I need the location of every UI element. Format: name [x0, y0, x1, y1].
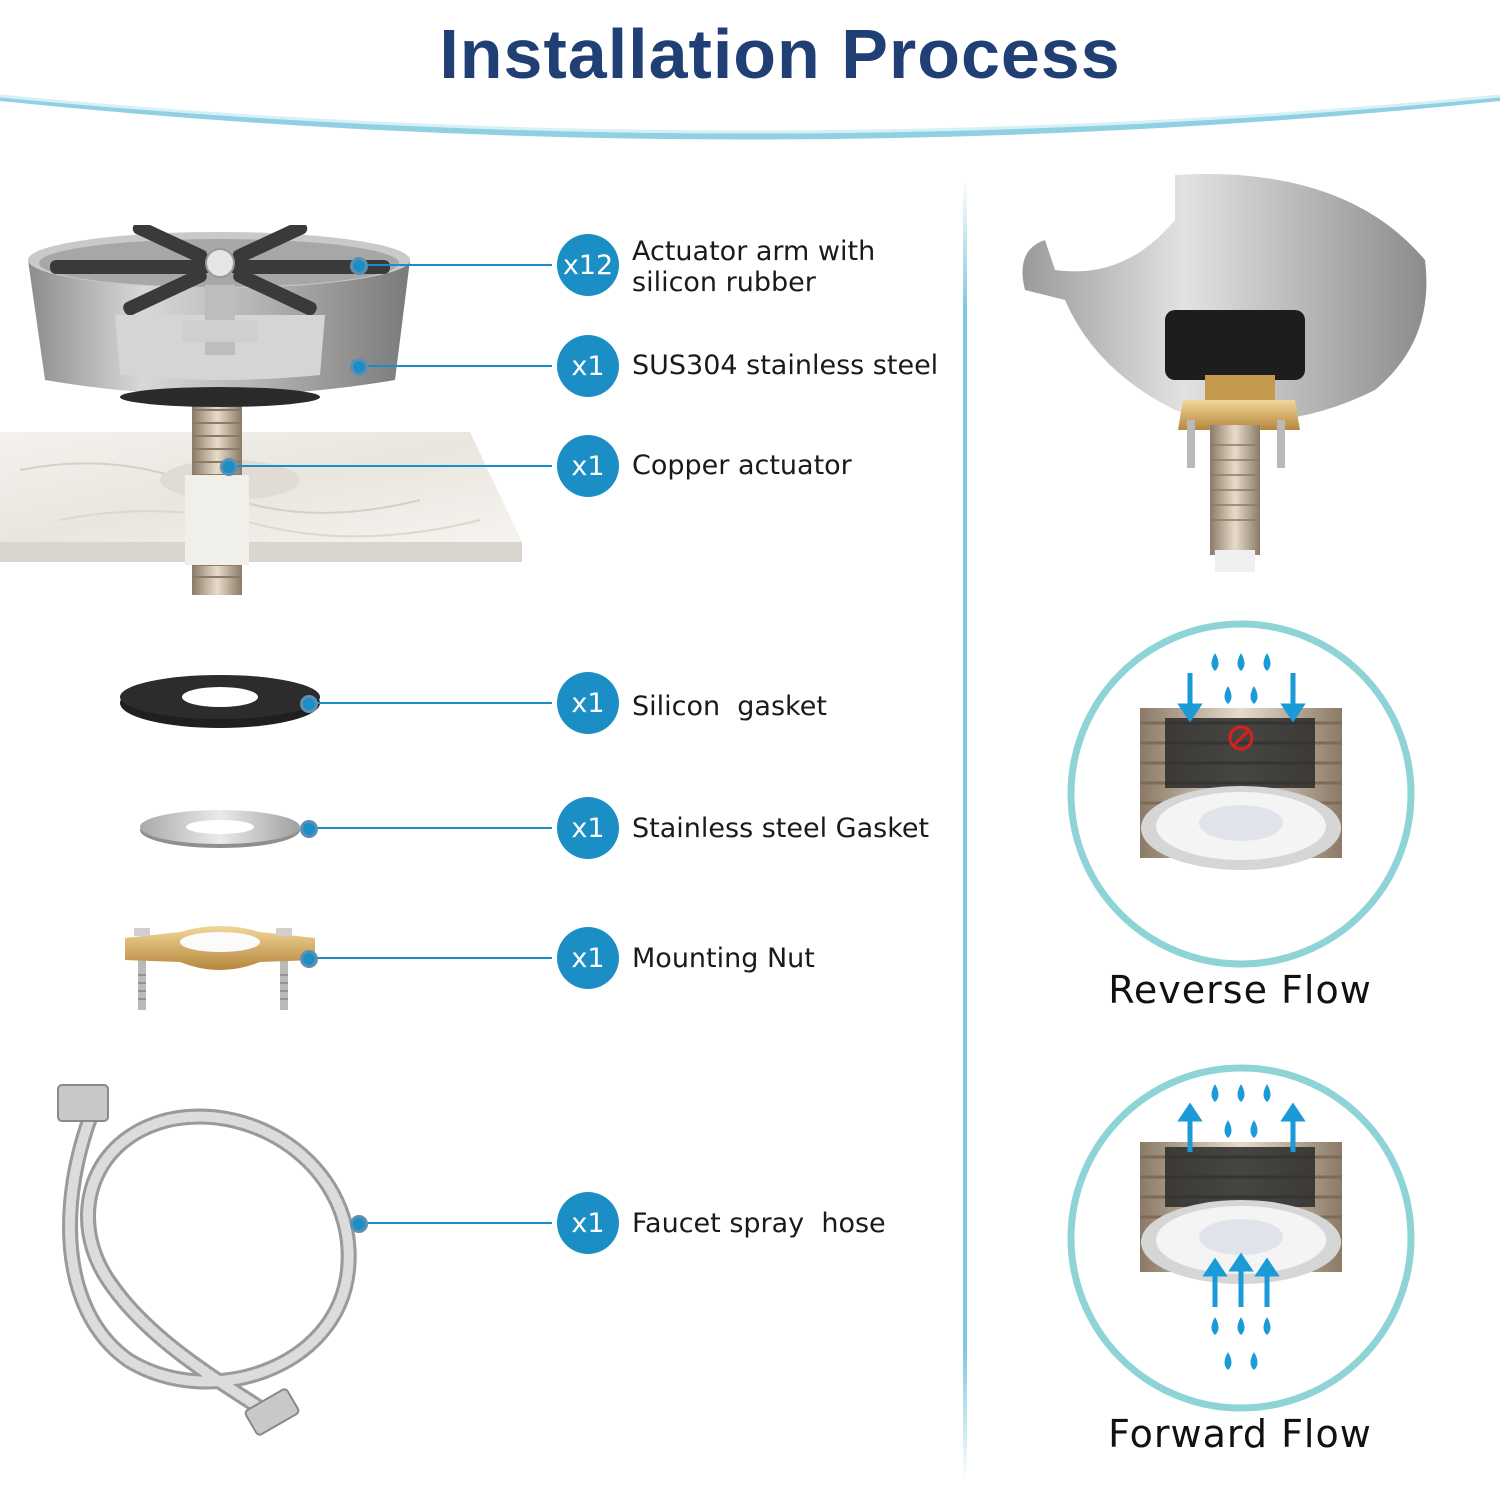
part-label: Faucet spray hose	[632, 1208, 886, 1239]
leader-line	[312, 827, 552, 829]
part-label: Copper actuator	[632, 450, 852, 481]
leader-line	[312, 702, 552, 704]
reverse-flow-label: Reverse Flow	[1108, 968, 1372, 1012]
leader-line	[362, 264, 552, 266]
part-label: SUS304 stainless steel	[632, 350, 939, 381]
leader-dot	[220, 458, 238, 476]
leader-dot	[350, 257, 368, 275]
countertop-image	[0, 432, 522, 562]
quantity-badge: x1	[557, 435, 619, 497]
leader-line	[312, 957, 552, 959]
column-divider	[963, 180, 967, 1480]
page-title: Installation Process	[439, 15, 1121, 93]
leader-dot	[300, 950, 318, 968]
quantity-badge: x1	[557, 672, 619, 734]
braided-hose-image	[57, 1084, 357, 1436]
part-label: Stainless steel Gasket	[632, 813, 930, 844]
forward-flow-valve-image	[1067, 1064, 1415, 1412]
quantity-badge: x1	[557, 1192, 619, 1254]
quantity-badge: x1	[557, 927, 619, 989]
brass-mounting-nut-image	[125, 926, 315, 1010]
leader-dot	[350, 358, 368, 376]
leader-dot	[300, 820, 318, 838]
forward-flow-label: Forward Flow	[1108, 1412, 1372, 1456]
black-silicon-gasket-image	[120, 675, 320, 728]
quantity-badge: x1	[557, 797, 619, 859]
reverse-flow-valve-image	[1067, 620, 1415, 968]
steel-washer-image	[140, 810, 300, 848]
part-label: Mounting Nut	[632, 943, 815, 974]
glass-rinser-head-image	[28, 225, 410, 595]
quantity-badge: x12	[557, 234, 619, 296]
part-label: Silicon gasket	[632, 691, 827, 722]
leader-line	[362, 1222, 552, 1224]
part-label: Actuator arm with silicon rubber	[632, 236, 876, 298]
leader-line	[232, 465, 552, 467]
quantity-badge: x1	[557, 335, 619, 397]
rinser-bottom-view-image	[1022, 174, 1427, 572]
leader-dot	[350, 1215, 368, 1233]
header-wave-divider	[0, 94, 1500, 140]
leader-line	[362, 365, 552, 367]
leader-dot	[300, 695, 318, 713]
